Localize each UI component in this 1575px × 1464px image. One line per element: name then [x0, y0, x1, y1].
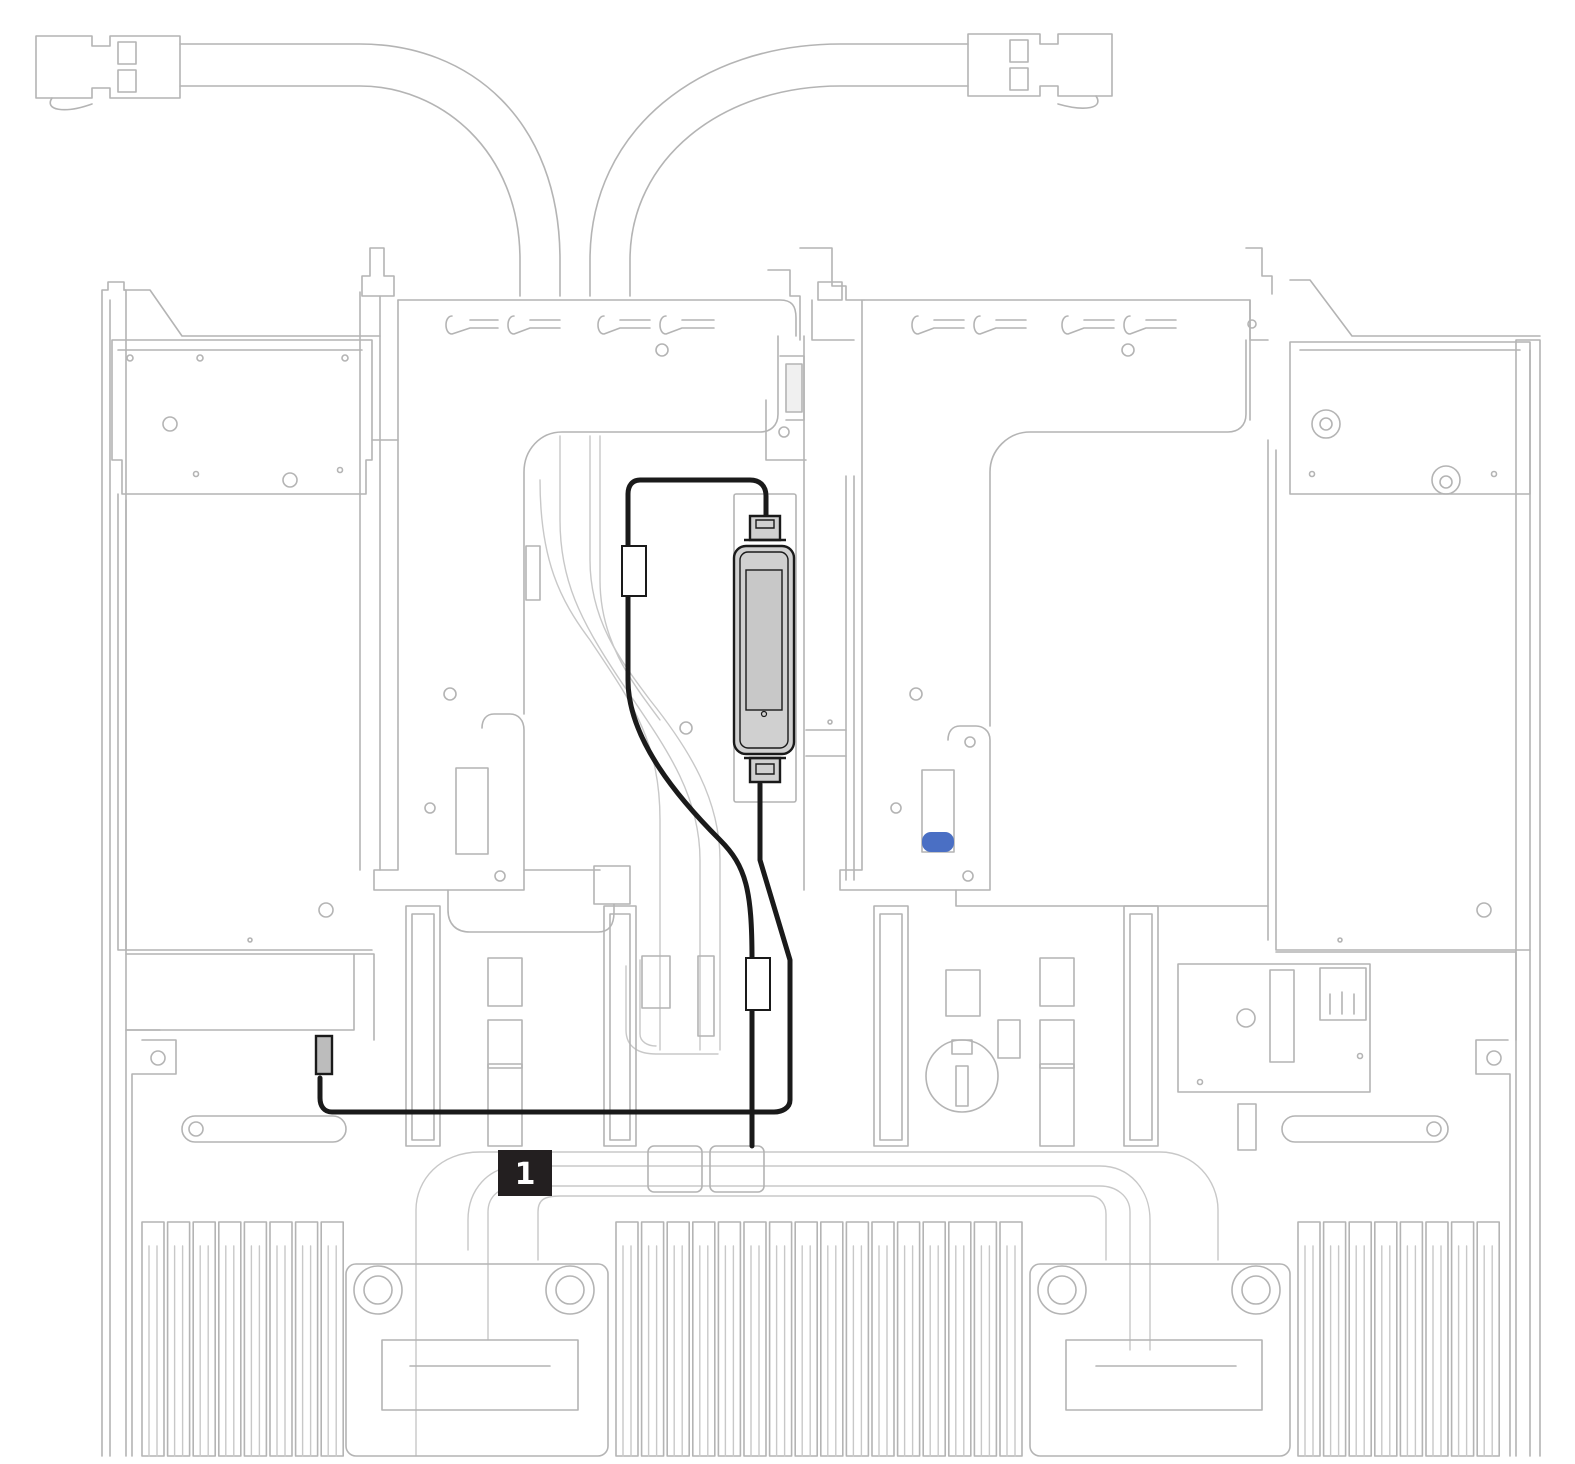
- processor-area: [141, 1145, 1500, 1457]
- dimm-slot-detail: [929, 1245, 939, 1457]
- usb-module: [1177, 963, 1371, 1093]
- right-riser-cage: [799, 247, 1273, 907]
- dimm-slot: [192, 1221, 216, 1457]
- riser-slots-right: [911, 315, 1177, 335]
- dimm-slot-detail: [199, 1245, 209, 1457]
- dimm-slot: [243, 1221, 268, 1457]
- dimm-slot-detail: [276, 1245, 286, 1457]
- dimm-slot: [1425, 1221, 1449, 1457]
- highlighted-cable: [314, 477, 797, 1149]
- left-riser-cage: [359, 247, 807, 891]
- dimm-slot: [1374, 1221, 1398, 1457]
- dimm-slot-detail: [225, 1245, 235, 1457]
- dimm-slot-detail: [1406, 1245, 1417, 1457]
- external-cable-right: [589, 33, 1113, 297]
- dimm-slot: [1348, 1221, 1372, 1457]
- dimm-slot: [743, 1221, 767, 1457]
- right-cage: [1267, 341, 1531, 951]
- dimm-slot: [691, 1221, 716, 1457]
- dimm-slot-detail: [852, 1245, 863, 1457]
- callout-1: 1: [498, 1150, 552, 1196]
- callout-1-label: 1: [515, 1157, 536, 1192]
- dimm-slot-detail: [750, 1245, 760, 1457]
- dimm-slot: [794, 1221, 819, 1457]
- dimm-slot-detail: [622, 1245, 632, 1457]
- chassis: [101, 279, 1541, 1457]
- dimm-slot-detail: [647, 1245, 658, 1457]
- dimm-slots: [141, 1221, 1500, 1457]
- dimm-slot-detail: [903, 1245, 914, 1457]
- dimm-slot-detail: [1483, 1245, 1493, 1457]
- dimm-slot: [768, 1221, 793, 1457]
- dimm-slot-detail: [1457, 1245, 1468, 1457]
- dimm-slot: [269, 1221, 293, 1457]
- processor-heatsink-right: [1029, 1263, 1291, 1457]
- dimm-slot: [294, 1221, 319, 1457]
- dimm-slot: [871, 1221, 895, 1457]
- dimm-slot-detail: [1006, 1245, 1016, 1457]
- dimm-slot: [640, 1221, 665, 1457]
- dimm-slot: [947, 1221, 972, 1457]
- dimm-slot-detail: [1329, 1245, 1340, 1457]
- dimm-slot-detail: [980, 1245, 991, 1457]
- dimm-slot: [973, 1221, 998, 1457]
- dimm-slot-detail: [955, 1245, 965, 1457]
- dimm-slot: [1476, 1221, 1500, 1457]
- inline-cable-module: [732, 514, 796, 784]
- dimm-slot: [615, 1221, 639, 1457]
- dimm-slot: [166, 1221, 191, 1457]
- dimm-slot: [1450, 1221, 1475, 1457]
- processor-heatsink-left: [345, 1263, 609, 1457]
- dimm-slot-detail: [1381, 1245, 1391, 1457]
- blue-release-latch: [921, 769, 955, 853]
- riser-slots-left: [445, 315, 715, 335]
- cmos-battery: [925, 1039, 999, 1113]
- dimm-slot: [922, 1221, 947, 1457]
- dimm-slot-detail: [775, 1245, 786, 1457]
- dimm-slot-detail: [1432, 1245, 1442, 1457]
- dimm-slot: [845, 1221, 870, 1457]
- dimm-slot-detail: [878, 1245, 888, 1457]
- dimm-slot: [819, 1221, 844, 1457]
- dimm-slot-detail: [699, 1245, 709, 1457]
- vent-grille-right: [1281, 1115, 1449, 1143]
- left-cage: [111, 339, 373, 951]
- dimm-slot-detail: [724, 1245, 735, 1457]
- dimm-slot: [1297, 1221, 1321, 1457]
- dimm-slot: [1322, 1221, 1347, 1457]
- dimm-slot-detail: [1304, 1245, 1314, 1457]
- dimm-slot: [896, 1221, 921, 1457]
- dimm-slot: [218, 1221, 242, 1457]
- dimm-slot-detail: [173, 1245, 184, 1457]
- cable-clip: [621, 545, 771, 1011]
- dimm-slot-detail: [801, 1245, 811, 1457]
- dimm-slot-detail: [1355, 1245, 1365, 1457]
- vent-grille-left: [181, 1115, 347, 1143]
- dimm-slot: [1399, 1221, 1424, 1457]
- dimm-slot: [717, 1221, 742, 1457]
- dimm-slot-detail: [673, 1245, 683, 1457]
- dimm-slot-detail: [250, 1245, 261, 1457]
- dimm-slot-detail: [148, 1245, 158, 1457]
- dimm-slot-detail: [327, 1245, 337, 1457]
- external-cable-left: [35, 35, 561, 297]
- dimm-slot: [666, 1221, 691, 1457]
- dimm-slot: [999, 1221, 1023, 1457]
- dimm-slot-detail: [301, 1245, 312, 1457]
- pcie-slot-connectors: [405, 905, 1159, 1147]
- dimm-slot: [320, 1221, 345, 1457]
- dimm-slot: [141, 1221, 165, 1457]
- dimm-slot-detail: [827, 1245, 837, 1457]
- motherboard: [125, 905, 1517, 1457]
